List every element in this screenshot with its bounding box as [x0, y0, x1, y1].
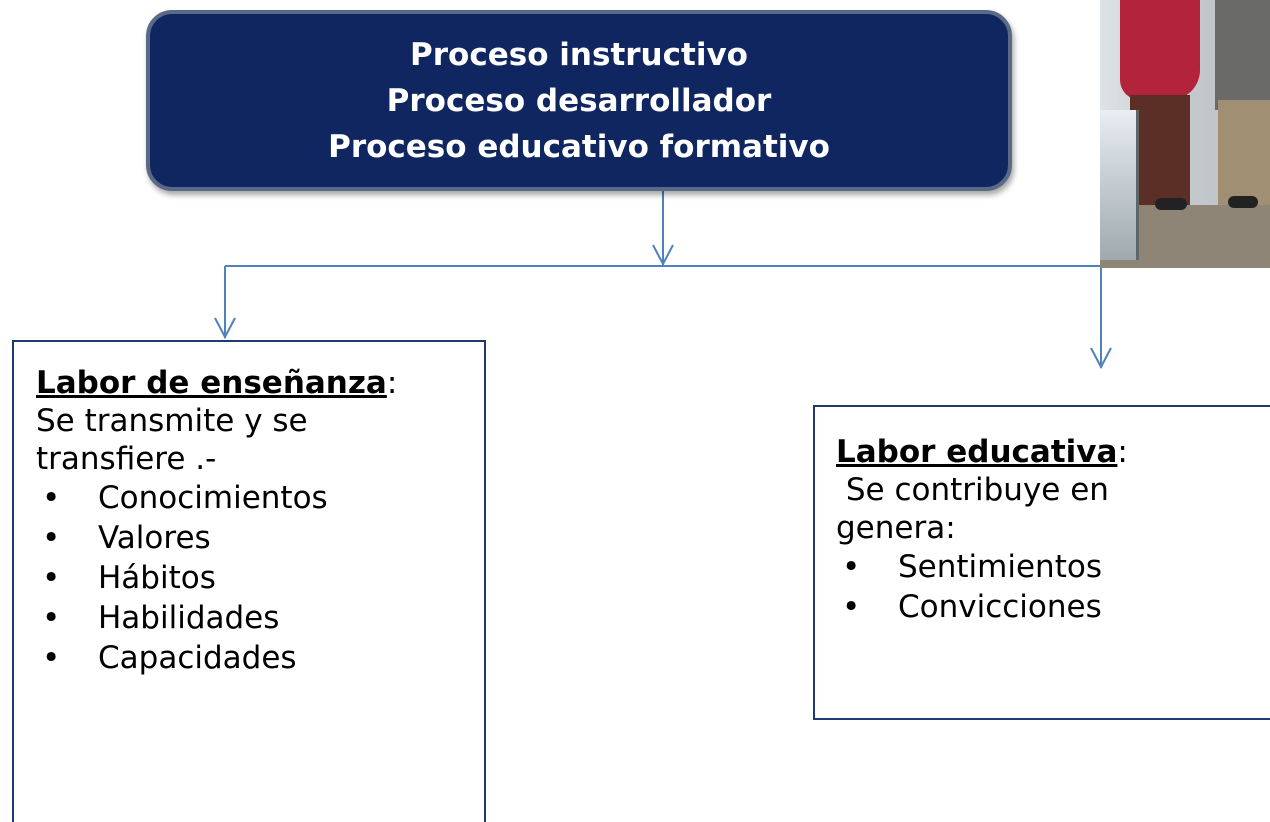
list-item: • Hábitos [36, 558, 484, 598]
process-line-educativo: Proceso educativo formativo [328, 128, 830, 165]
educativa-bullet-list: • Sentimientos • Convicciones [836, 547, 1270, 627]
bullet-icon: • [42, 480, 61, 516]
labor-educativa-title: Labor educativa [836, 434, 1118, 470]
labor-educativa-box: Labor educativa: Se contribuye en genera… [813, 405, 1270, 720]
bullet-icon: • [42, 640, 61, 676]
labor-educativa-heading: Labor educativa: [836, 433, 1270, 471]
arrowhead-left [214, 317, 236, 340]
intro-line: Se contribuye en [836, 472, 1109, 508]
list-item: • Conocimientos [36, 478, 484, 518]
list-item-label: Habilidades [98, 600, 280, 636]
bullet-icon: • [842, 549, 861, 585]
bullet-icon: • [42, 600, 61, 636]
labor-ensenanza-heading: Labor de enseñanza: [36, 364, 484, 402]
list-item-label: Convicciones [898, 589, 1102, 625]
intro-line: transfiere .- [36, 441, 217, 477]
process-line-instructivo: Proceso instructivo [410, 36, 748, 73]
list-item: • Sentimientos [836, 547, 1270, 587]
labor-educativa-colon: : [1117, 434, 1128, 470]
list-item-label: Conocimientos [98, 480, 328, 516]
bullet-icon: • [42, 560, 61, 596]
list-item-label: Valores [98, 520, 211, 556]
list-item-label: Hábitos [98, 560, 216, 596]
list-item: • Habilidades [36, 598, 484, 638]
list-item: • Capacidades [36, 638, 484, 678]
intro-line: Se transmite y se [36, 403, 308, 439]
process-line-desarrollador: Proceso desarrollador [386, 82, 772, 119]
list-item: • Convicciones [836, 587, 1270, 627]
arrowhead-center [652, 244, 674, 267]
labor-ensenanza-title: Labor de enseñanza [36, 365, 387, 401]
arrowhead-right [1090, 347, 1112, 370]
ensenanza-bullet-list: • Conocimientos • Valores • Hábitos • Habili… [36, 478, 484, 678]
list-item-label: Sentimientos [898, 549, 1102, 585]
bullet-icon: • [42, 520, 61, 556]
process-box: Proceso instructivo Proceso desarrollado… [146, 10, 1012, 191]
labor-ensenanza-colon: : [386, 365, 398, 401]
list-item-label: Capacidades [98, 640, 297, 676]
photo-people-image [1100, 0, 1270, 268]
intro-line: genera: [836, 510, 956, 546]
labor-ensenanza-box: Labor de enseñanza: Se transmite y se tr… [12, 340, 486, 822]
list-item: • Valores [36, 518, 484, 558]
bullet-icon: • [842, 589, 861, 625]
